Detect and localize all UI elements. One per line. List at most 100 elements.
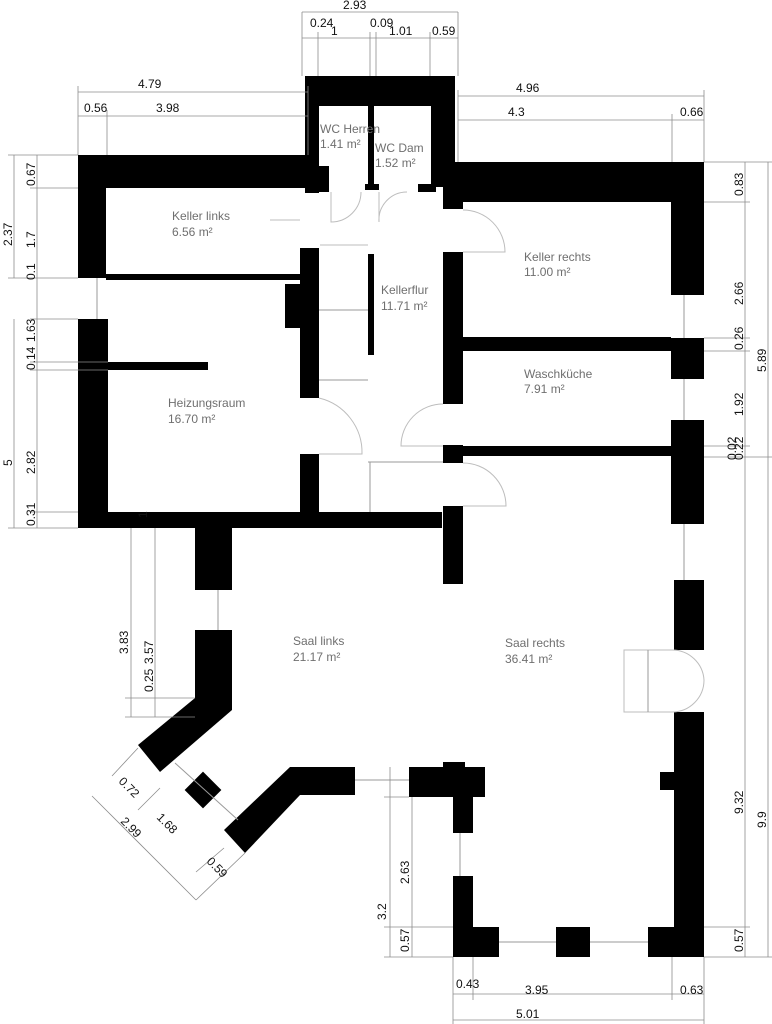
dim-right-99: 9.9 [755, 811, 769, 828]
room-keller-rechts-name: Keller rechts [524, 250, 591, 264]
wall-saal-diag-upper [138, 630, 232, 772]
wall-right-mid2 [671, 420, 704, 524]
dim-bottom-263: 2.63 [398, 860, 412, 884]
room-wc-herren-area: 1.41 m² [320, 137, 361, 151]
wall-right-upper [671, 162, 704, 295]
wall-wc-top [305, 76, 455, 106]
thin-lines [96, 278, 685, 943]
room-heizungsraum-name: Heizungsraum [168, 396, 245, 410]
dim-diag-072: 0.72 [116, 774, 143, 801]
wall-right-lower2 [674, 712, 704, 957]
wall-top-right [455, 162, 704, 202]
wall-keller-links-bottom [106, 274, 319, 280]
wall-left-lower [78, 319, 108, 528]
wall-bottom-seg2 [556, 927, 590, 957]
dim-left-1: 1 [136, 511, 150, 518]
dim-upper-right-b: 0.66 [680, 105, 704, 119]
dim-top-b: 1 [331, 24, 338, 38]
dim-bottom-32: 3.2 [375, 903, 389, 920]
door-wc-herren [330, 191, 362, 223]
wall-left-upper [78, 155, 106, 278]
room-saal-rechts-area: 36.41 m² [505, 652, 552, 666]
dim-upper-left: 4.79 [138, 77, 162, 91]
door-heizung [318, 397, 363, 455]
dim-top-d: 1.01 [389, 24, 413, 38]
wall-heizung-bottom [78, 512, 442, 528]
dim-top-total: 2.93 [343, 0, 367, 12]
dim-top-c: 0.09 [370, 16, 394, 30]
wall-saal-diag-lower [224, 767, 355, 853]
wall-wc-divider [368, 106, 374, 190]
door-saal-rechts [462, 462, 507, 507]
walls [78, 76, 704, 957]
door-saal-right-top [623, 649, 705, 713]
dim-top-e: 0.59 [432, 24, 456, 38]
dim-upper-right: 4.96 [516, 81, 540, 95]
dimension-lines [8, 11, 772, 1024]
wall-right-mid [671, 338, 704, 379]
room-kellerflur-name: Kellerflur [381, 283, 428, 297]
wall-wc-right [431, 76, 455, 187]
dim-right-002: 0.02 [725, 436, 739, 460]
dim-bottom-395: 3.95 [525, 983, 549, 997]
wall-heizung-stub [108, 362, 208, 370]
wall-right-notch [660, 772, 674, 790]
dim-left-014: 0.14 [24, 346, 38, 370]
room-keller-links-name: Keller links [172, 209, 230, 223]
wall-bottom-left [453, 876, 473, 957]
dim-left-163: 1.63 [24, 318, 38, 342]
dim-right-932: 9.32 [732, 790, 746, 814]
dim-left-282: 2.82 [24, 450, 38, 474]
doors [270, 191, 705, 713]
wall-bottom-pillar [453, 797, 473, 833]
dim-saal-025: 0.25 [142, 668, 156, 692]
door-keller-rechts [462, 209, 506, 253]
wall-flur-thin [368, 254, 374, 355]
wall-wc-stub-mid [365, 184, 379, 190]
room-waschkueche-name: Waschküche [524, 367, 593, 381]
dim-left-237: 2.37 [1, 222, 15, 246]
room-saal-rechts-name: Saal rechts [505, 636, 565, 650]
door-wc-damen [378, 191, 408, 223]
dim-right-022: 0.22 [732, 436, 746, 460]
wall-bottom-pillar-top [409, 767, 485, 797]
dim-right-026: 0.26 [732, 326, 746, 350]
dim-upper-right-a: 4.3 [508, 105, 525, 119]
wall-wc-stub-left [319, 166, 329, 192]
dim-left-5: 5 [1, 459, 15, 466]
wall-bottom-seg1 [473, 927, 499, 957]
wall-wc-stub-right [418, 184, 436, 192]
room-wc-damen-area: 1.52 m² [375, 156, 416, 170]
dim-right-192: 1.92 [732, 392, 746, 416]
dim-left-17: 1.7 [24, 231, 38, 248]
wall-flur-left-upper [300, 248, 319, 280]
dim-saal-383: 3.83 [117, 630, 131, 654]
room-keller-rechts-area: 11.00 m² [524, 265, 570, 279]
room-keller-links-area: 6.56 m² [172, 225, 213, 239]
room-wc-herren-name: WC Herren [320, 122, 380, 136]
room-saal-links-name: Saal links [293, 634, 344, 648]
door-wasch [400, 403, 444, 447]
wall-wasch-left-stub [443, 445, 463, 463]
wall-bottom-pillar-cap [443, 762, 465, 770]
dim-diag-299: 2.99 [118, 814, 145, 841]
wall-right-lower1 [674, 580, 704, 650]
room-wc-damen-name: WC Dam [375, 141, 424, 155]
wall-flur-left-lower [300, 454, 319, 516]
room-kellerflur-area: 11.71 m² [381, 299, 427, 313]
wall-keller-rechts-left-top [443, 187, 463, 209]
wall-wasch-bottom [463, 446, 671, 456]
dim-left-067: 0.67 [24, 162, 38, 186]
dim-right-266: 2.66 [732, 281, 746, 305]
room-labels: WC Herren 1.41 m² WC Dam 1.52 m² Keller … [168, 122, 593, 666]
room-waschkueche-area: 7.91 m² [524, 382, 565, 396]
wall-top-left [78, 155, 309, 188]
dim-bottom-043: 0.43 [456, 977, 480, 991]
dim-bottom-057: 0.57 [398, 928, 412, 952]
dim-right-057: 0.57 [732, 928, 746, 952]
wall-bottom-seg3 [648, 927, 704, 957]
dim-upper-left-b: 3.98 [156, 101, 180, 115]
room-saal-links-area: 21.17 m² [293, 650, 340, 664]
dim-diag-059: 0.59 [204, 854, 231, 881]
